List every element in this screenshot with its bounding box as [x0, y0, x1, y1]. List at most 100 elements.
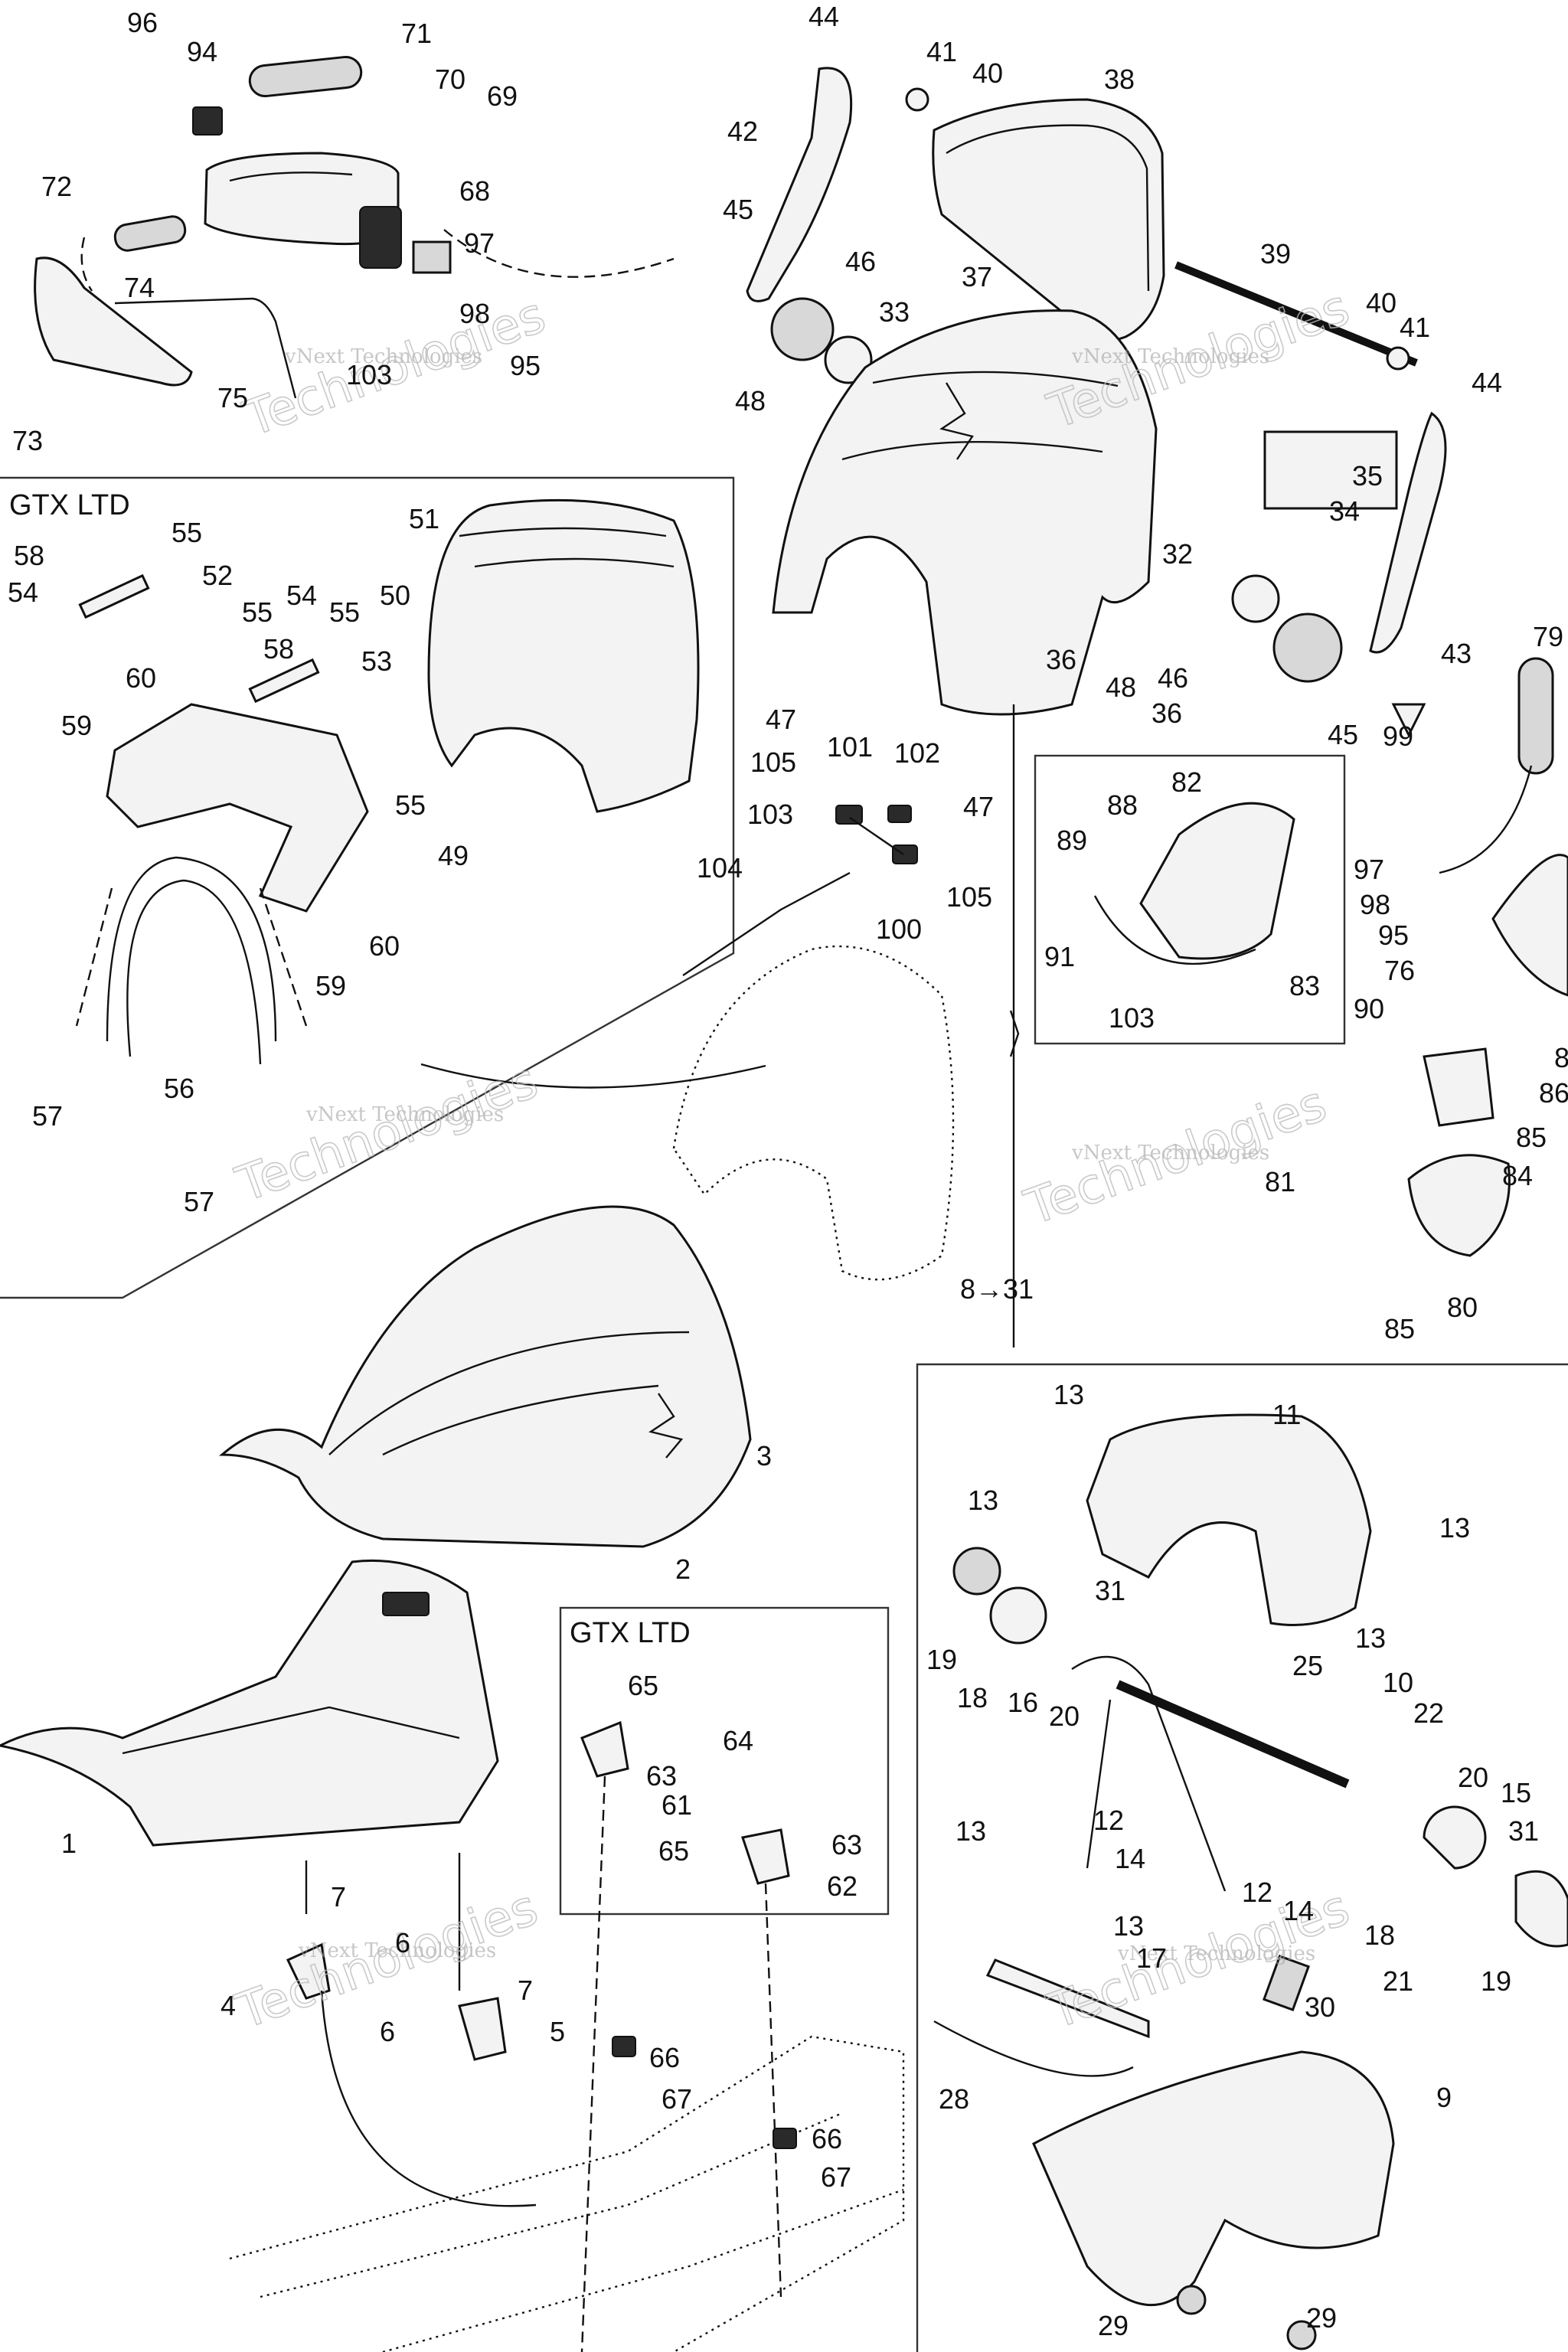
- callout-90: 90: [1354, 993, 1384, 1024]
- callout-3: 3: [756, 1440, 772, 1472]
- callout-40: 40: [972, 57, 1003, 89]
- callout-103: 103: [346, 359, 392, 390]
- callout-50: 50: [380, 580, 410, 611]
- harness-connectors: [682, 802, 1295, 976]
- callout-20: 20: [1049, 1700, 1080, 1732]
- bracket-4: [286, 1942, 331, 2000]
- base-1: [0, 1559, 499, 1847]
- callout-88: 88: [1107, 789, 1138, 821]
- callout-48: 48: [735, 385, 766, 416]
- watermark-4: vNext Technologies: [1071, 1142, 1269, 1165]
- seat-2: [218, 1205, 752, 1548]
- tub-9: [1032, 2050, 1395, 2307]
- callout-36: 36: [1152, 697, 1182, 729]
- passenger-seat-32: [772, 309, 1158, 716]
- frame-49: [106, 703, 369, 913]
- callout-39: 39: [1260, 238, 1291, 270]
- callout-80: 80: [1447, 1292, 1478, 1323]
- callout-4: 4: [220, 1990, 236, 2021]
- callout-19: 19: [926, 1644, 957, 1675]
- callout-44: 44: [808, 1, 839, 32]
- callout-58: 58: [14, 540, 44, 571]
- watermark-outline-4: Technologies: [1018, 1076, 1334, 1236]
- callout-101: 101: [827, 731, 873, 763]
- callout-97: 97: [464, 227, 495, 259]
- callout-86: 86: [1539, 1077, 1568, 1109]
- callout-14: 14: [1283, 1895, 1314, 1926]
- bar-54a: [78, 573, 150, 619]
- callout-7: 7: [331, 1881, 346, 1913]
- callout-37: 37: [962, 261, 992, 292]
- hull-phantom: [229, 2035, 905, 2352]
- grab-handle-assembly: [34, 55, 452, 399]
- callout-67: 67: [821, 2161, 851, 2193]
- bracket-62: [741, 1828, 790, 1885]
- cap-94: [192, 106, 223, 136]
- callout-57: 57: [184, 1186, 214, 1217]
- callout-63: 63: [646, 1760, 677, 1792]
- callout-94: 94: [187, 36, 217, 67]
- callout-41: 41: [1400, 312, 1430, 343]
- callout-60: 60: [369, 930, 400, 962]
- callout-66: 66: [812, 2123, 842, 2154]
- callout-63: 63: [831, 1829, 862, 1860]
- watermark-5: vNext Technologies: [298, 1939, 496, 1962]
- callout-9: 9: [1436, 2082, 1452, 2113]
- callout-33: 33: [879, 296, 910, 328]
- callout-100: 100: [876, 913, 922, 945]
- callout-13: 13: [968, 1485, 998, 1516]
- grommet-66b: [773, 2128, 797, 2149]
- clip-99: [1391, 703, 1426, 738]
- callout-18: 18: [957, 1682, 988, 1713]
- watermark-1: vNext Technologies: [284, 345, 482, 368]
- callout-85: 85: [1384, 1313, 1415, 1344]
- callout-36: 36: [1046, 644, 1076, 675]
- callout-2: 2: [675, 1553, 691, 1585]
- hinge-46b: [1272, 612, 1343, 683]
- callout-54: 54: [8, 577, 38, 608]
- callout-11: 11: [1272, 1399, 1301, 1430]
- callout-28: 28: [939, 2083, 969, 2115]
- handle-grip: [248, 55, 363, 98]
- callout-42: 42: [727, 116, 758, 147]
- callout-69: 69: [487, 80, 518, 112]
- gtx-ltd-upper-panel: GTX LTD: [0, 476, 735, 1299]
- callout-13: 13: [1113, 1910, 1144, 1942]
- callout-32: 32: [1162, 538, 1193, 570]
- gtx-ltd-lower-panel: GTX LTD: [559, 1606, 890, 1916]
- watermark-outline-3: Technologies: [229, 1053, 545, 1214]
- callout-73: 73: [12, 425, 43, 456]
- callout-31: 31: [1508, 1815, 1539, 1847]
- callout-12: 12: [1093, 1805, 1124, 1836]
- callout-30: 30: [1305, 1991, 1335, 2023]
- callout-29: 29: [1306, 2302, 1337, 2334]
- callout-55: 55: [242, 596, 273, 628]
- gtx-ltd-lower-title: GTX LTD: [570, 1617, 691, 1649]
- callout-13: 13: [1439, 1512, 1470, 1544]
- callout-52: 52: [202, 560, 233, 591]
- watermark-2: vNext Technologies: [1071, 345, 1269, 368]
- callout-48: 48: [1106, 671, 1136, 703]
- callout-82: 82: [1171, 766, 1202, 798]
- callout-40: 40: [1366, 287, 1396, 318]
- callout-29: 29: [1098, 2310, 1129, 2341]
- right-arm-43: [1369, 411, 1447, 654]
- callout-17: 17: [1136, 1942, 1167, 1974]
- callout-20: 20: [1458, 1762, 1488, 1793]
- callout-55: 55: [329, 596, 360, 628]
- callout-66: 66: [649, 2042, 680, 2073]
- callout-14: 14: [1115, 1843, 1145, 1874]
- bracket-61: [580, 1720, 629, 1778]
- callout-103: 103: [747, 799, 793, 830]
- callout-13: 13: [956, 1815, 986, 1847]
- callout-91: 91: [1044, 941, 1075, 972]
- passenger-seat-assembly: [772, 309, 1398, 716]
- callout-99: 99: [1383, 720, 1413, 752]
- cover-50: [427, 498, 700, 813]
- leader-lines: [443, 229, 1533, 1348]
- callout-51: 51: [409, 503, 439, 534]
- callout-25: 25: [1292, 1650, 1323, 1681]
- grip-74: [113, 215, 187, 252]
- callout-46: 46: [1158, 662, 1188, 694]
